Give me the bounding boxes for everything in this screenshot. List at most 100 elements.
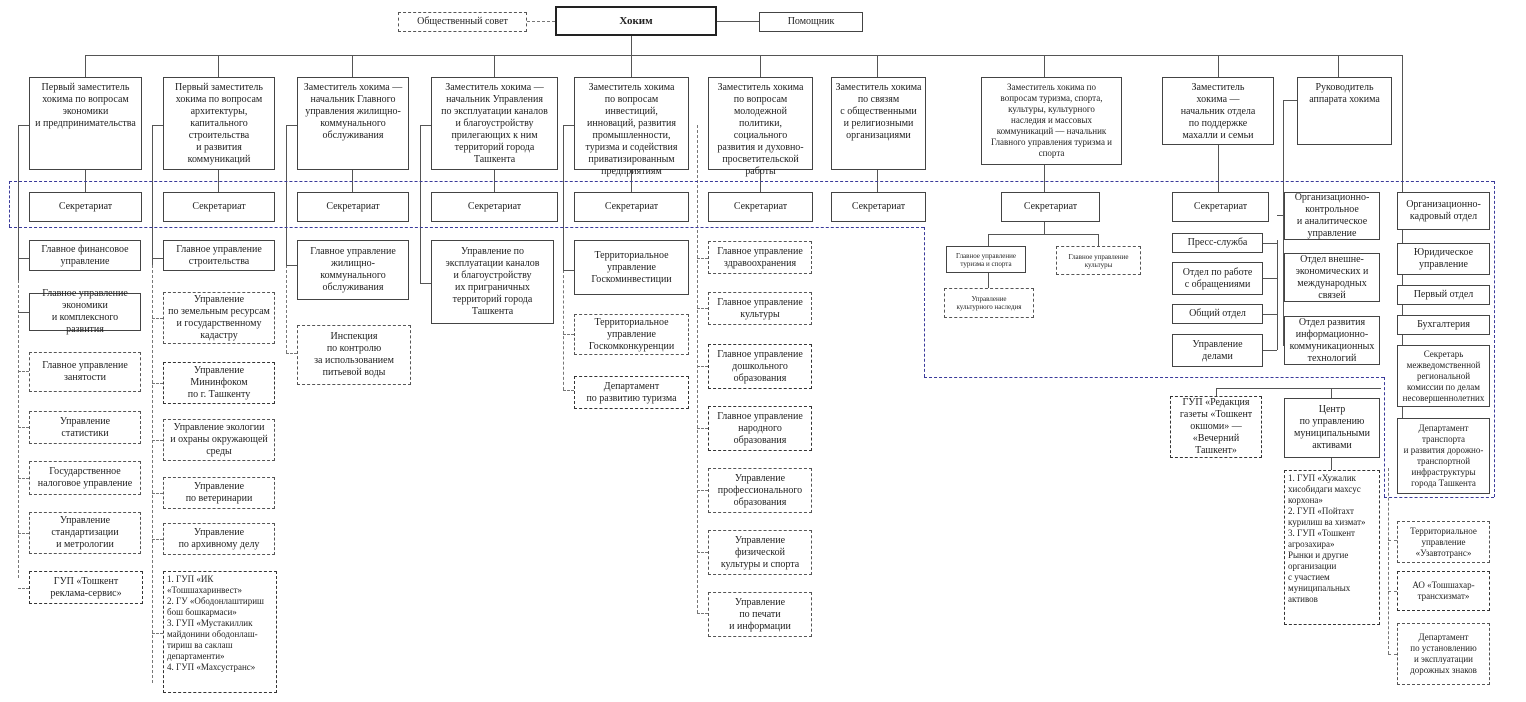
col1-reklama[interactable]: ГУП «Тошкент реклама-сервис» <box>29 571 143 604</box>
col8-tourism-sport[interactable]: Главное управление туризма и спорта <box>946 246 1026 273</box>
drop <box>1098 234 1099 246</box>
col6-vocational[interactable]: Управление профессионального образования <box>708 468 812 513</box>
secretariat-4[interactable]: Секретариат <box>431 192 558 222</box>
col11-accounting[interactable]: Бухгалтерия <box>1397 315 1490 335</box>
deputy-youth[interactable]: Заместитель хокима по вопросам молодежно… <box>708 77 813 177</box>
secretariat-8[interactable]: Секретариат <box>1001 192 1100 222</box>
drop <box>631 55 632 77</box>
col8-culture[interactable]: Главное управление культуры <box>1056 246 1141 275</box>
tick <box>152 440 163 441</box>
tick <box>18 427 29 428</box>
col3-housing[interactable]: Главное управление жилищно- коммунальног… <box>297 240 409 300</box>
col6-preschool[interactable]: Главное управление дошкольного образован… <box>708 344 812 389</box>
col9-newspaper[interactable]: ГУП «Редакция газеты «Тошкент окшоми» — … <box>1170 396 1262 458</box>
col11-uzavtotrans[interactable]: Территориальное управление «Узавтотранс» <box>1397 521 1490 563</box>
col11-toshshahar-trans[interactable]: АО «Тошшахар- трансхизмат» <box>1397 571 1490 611</box>
deputy-tourism[interactable]: Заместитель хокима по вопросам туризма, … <box>981 77 1122 165</box>
secretariat-9[interactable]: Секретариат <box>1172 192 1269 222</box>
tick <box>563 390 574 391</box>
tick <box>697 366 708 367</box>
col1-employment[interactable]: Главное управление занятости <box>29 352 141 392</box>
col1-statistics[interactable]: Управление статистики <box>29 411 141 444</box>
head-connector <box>631 36 632 55</box>
col2-archive[interactable]: Управление по архивному делу <box>163 523 275 555</box>
col11-personnel[interactable]: Организационно- кадровый отдел <box>1397 192 1490 230</box>
col10-foreign-relations[interactable]: Отдел внешне- экономических и международ… <box>1284 253 1380 302</box>
tick <box>152 258 163 259</box>
assistant-box[interactable]: Помощник <box>759 12 863 32</box>
public-council-box[interactable]: Общественный совет <box>398 12 527 32</box>
col6-sport[interactable]: Управление физической культуры и спорта <box>708 530 812 575</box>
col1-finance[interactable]: Главное финансовое управление <box>29 240 141 271</box>
council-connector <box>527 21 555 22</box>
col9-affairs[interactable]: Управление делами <box>1172 334 1263 367</box>
col6-public-education[interactable]: Главное управление народного образования <box>708 406 812 451</box>
secretariat-2[interactable]: Секретариат <box>163 192 275 222</box>
deputy-canals[interactable]: Заместитель хокима — начальник Управлени… <box>431 77 558 170</box>
hokim-box[interactable]: Хоким <box>555 6 717 36</box>
col8-heritage[interactable]: Управление культурного наследия <box>944 288 1034 318</box>
tick <box>563 125 574 126</box>
col1-economy[interactable]: Главное управление экономики и комплексн… <box>29 288 141 335</box>
col11-juvenile-commission[interactable]: Секретарь межведомственной региональной … <box>1397 345 1490 407</box>
deputies-bus <box>85 55 1402 56</box>
col2-land[interactable]: Управление по земельным ресурсам и госуд… <box>163 292 275 344</box>
col11-road-signs[interactable]: Департамент по установлению и эксплуатац… <box>1397 623 1490 685</box>
drop <box>85 55 86 77</box>
secretariat-1[interactable]: Секретариат <box>29 192 142 222</box>
drop <box>1044 222 1045 234</box>
col2-veterinary[interactable]: Управление по ветеринарии <box>163 477 275 509</box>
col4-canals[interactable]: Управление по эксплуатации каналов и бла… <box>431 240 554 324</box>
deputy-architecture[interactable]: Первый заместитель хокима по вопросам ар… <box>163 77 275 170</box>
col5-tourism-dept[interactable]: Департамент по развитию туризма <box>574 376 689 409</box>
drop <box>1338 55 1339 77</box>
col2-construction[interactable]: Главное управление строительства <box>163 240 275 271</box>
col3-water-inspection[interactable]: Инспекция по контролю за использованием … <box>297 325 411 385</box>
region-step <box>924 227 925 377</box>
col9-appeals[interactable]: Отдел по работе с обращениями <box>1172 262 1263 295</box>
drop <box>760 55 761 77</box>
deputy-religion[interactable]: Заместитель хокима по связям с обществен… <box>831 77 926 170</box>
tick <box>1263 350 1277 351</box>
col11-first-dept[interactable]: Первый отдел <box>1397 285 1490 305</box>
col10-ict[interactable]: Отдел развития информационно- коммуникац… <box>1284 316 1380 365</box>
col1-tax[interactable]: Государственное налоговое управление <box>29 461 141 495</box>
tick <box>1277 215 1284 216</box>
deputy-housing[interactable]: Заместитель хокима — начальник Главного … <box>297 77 409 170</box>
deputy-economy[interactable]: Первый заместитель хокима по вопросам эк… <box>29 77 142 170</box>
col6-culture[interactable]: Главное управление культуры <box>708 292 812 325</box>
spine-col4 <box>420 125 421 283</box>
secretariat-5[interactable]: Секретариат <box>574 192 689 222</box>
tick <box>18 588 29 589</box>
head-of-apparatus[interactable]: Руководитель аппарата хокима <box>1297 77 1392 145</box>
col9-municipal-assets[interactable]: Центр по управлению муниципальными актив… <box>1284 398 1380 458</box>
tick <box>697 552 708 553</box>
col9-municipal-enterprises[interactable]: 1. ГУП «Хужалик хисобидаги махсус корхон… <box>1284 470 1380 625</box>
col1-standardization[interactable]: Управление стандартизации и метрологии <box>29 512 141 554</box>
secretariat-6[interactable]: Секретариат <box>708 192 813 222</box>
col2-enterprises[interactable]: 1. ГУП «ИК «Тошшахаринвест» 2. ГУ «Ободо… <box>163 571 277 693</box>
spine-col5 <box>563 125 564 270</box>
spine-col5-dashed <box>563 270 564 390</box>
tick <box>152 493 163 494</box>
col11-transport-dept[interactable]: Департамент транспорта и развития дорожн… <box>1397 418 1490 494</box>
col11-legal[interactable]: Юридическое управление <box>1397 243 1490 275</box>
secretariat-7[interactable]: Секретариат <box>831 192 926 222</box>
drop <box>1331 458 1332 470</box>
col2-mininfocom[interactable]: Управление Мининфоком по г. Ташкенту <box>163 362 275 404</box>
tick <box>697 308 708 309</box>
col5-goskomkonkurentsii[interactable]: Территориальное управление Госкомконкуре… <box>574 314 689 355</box>
col5-goskominvest[interactable]: Территориальное управление Госкоминвести… <box>574 240 689 295</box>
deputy-mahalla[interactable]: Заместитель хокима — начальник отдела по… <box>1162 77 1274 145</box>
spine-col2 <box>152 125 153 265</box>
secretariat-3[interactable]: Секретариат <box>297 192 409 222</box>
col10-org-control[interactable]: Организационно- контрольное и аналитичес… <box>1284 192 1380 240</box>
deputy-investment[interactable]: Заместитель хокима по вопросам инвестици… <box>574 77 689 177</box>
col2-ecology[interactable]: Управление экологии и охраны окружающей … <box>163 419 275 461</box>
col6-health[interactable]: Главное управление здравоохранения <box>708 241 812 274</box>
tick <box>697 428 708 429</box>
col9-general[interactable]: Общий отдел <box>1172 304 1263 324</box>
bus <box>988 234 1098 235</box>
col9-press-service[interactable]: Пресс-служба <box>1172 233 1263 253</box>
col6-press[interactable]: Управление по печати и информации <box>708 592 812 637</box>
